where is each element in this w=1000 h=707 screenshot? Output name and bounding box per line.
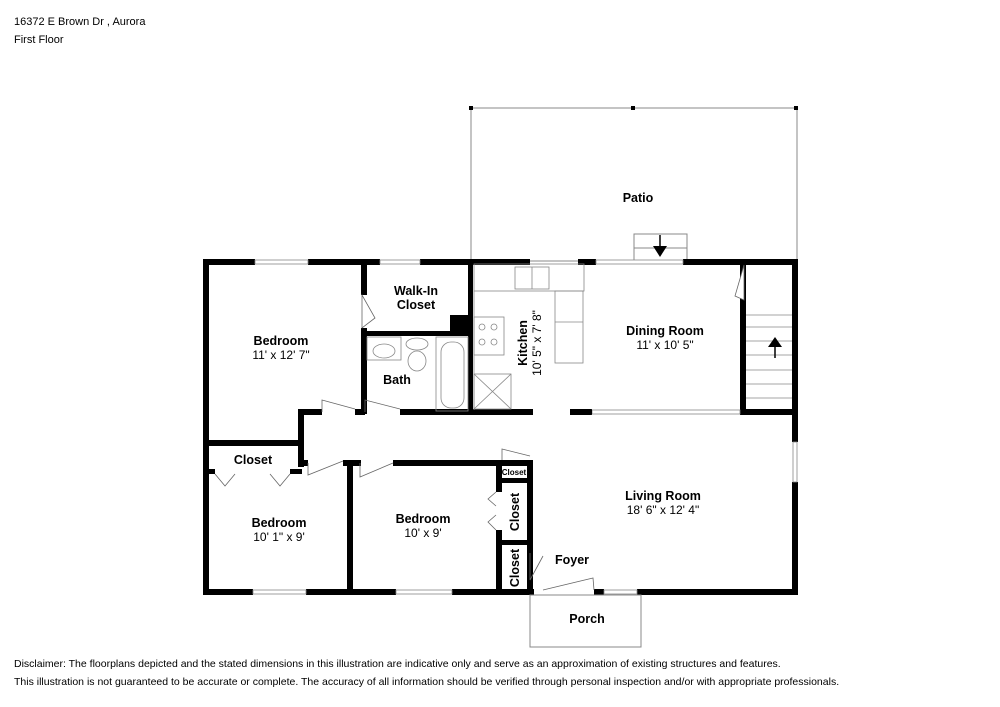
toilet-icon	[405, 337, 429, 351]
room-closet-foyer: Closet	[508, 549, 522, 587]
windows	[252, 259, 798, 595]
room-foyer: Foyer	[555, 553, 589, 567]
room-bedroom-3: Bedroom 10' x 9'	[396, 512, 451, 540]
floor-title: First Floor	[14, 34, 64, 46]
fridge-icon	[473, 373, 512, 410]
room-porch: Porch	[569, 612, 604, 626]
room-name: Kitchen	[516, 320, 530, 366]
room-name: Closet	[508, 548, 522, 588]
room-dimensions: 11' x 10' 5"	[636, 338, 694, 352]
room-kitchen: Kitchen 10' 5" x 7' 8"	[516, 310, 544, 376]
room-name: Dining Room	[626, 324, 704, 338]
room-name: Closet	[501, 468, 527, 477]
room-dimensions: 10' 5" x 7' 8"	[530, 310, 544, 376]
interior-walls	[203, 259, 798, 595]
room-name: Living Room	[625, 489, 701, 503]
room-name: Bedroom	[395, 512, 451, 526]
kitchen-fixtures	[473, 263, 585, 410]
room-name: Bath	[383, 373, 411, 387]
room-name: Foyer	[554, 553, 590, 567]
room-dimensions: 11' x 12' 7"	[252, 348, 310, 362]
room-name: Patio	[622, 191, 654, 205]
sliding-door	[591, 409, 741, 415]
room-bath: Bath	[383, 373, 411, 387]
stove-icon	[473, 316, 505, 356]
room-bedroom-1: Bedroom 11' x 12' 7"	[252, 334, 309, 362]
disclaimer-line-2: This illustration is not guaranteed to b…	[14, 676, 840, 688]
room-dimensions: 10' 1" x 9'	[253, 530, 305, 544]
room-walkin-closet: Walk-In Closet	[394, 284, 438, 312]
interior-stairs-icon	[746, 314, 792, 399]
bath-fixtures	[366, 336, 469, 412]
room-name: Bedroom	[253, 334, 309, 348]
porch-outline	[529, 594, 642, 648]
room-closet-a: Closet	[234, 453, 272, 467]
room-patio: Patio	[623, 191, 654, 205]
disclaimer-line-1: Disclaimer: The floorplans depicted and …	[14, 658, 781, 670]
patio-posts	[469, 106, 798, 110]
address-title: 16372 E Brown Dr , Aurora	[14, 16, 146, 28]
door-swings	[214, 264, 745, 591]
room-name: Closet	[233, 453, 273, 467]
room-bedroom-2: Bedroom 10' 1" x 9'	[252, 516, 307, 544]
sink-icon	[366, 336, 402, 361]
room-name: Porch	[569, 612, 605, 626]
room-dining: Dining Room 11' x 10' 5"	[626, 324, 704, 352]
room-closet-mid: Closet	[508, 493, 522, 531]
room-dimensions: 10' x 9'	[404, 526, 442, 540]
bathtub-icon	[440, 341, 465, 409]
room-name-line2: Closet	[396, 298, 436, 312]
room-dimensions: 18' 6" x 12' 4"	[626, 503, 700, 517]
room-living: Living Room 18' 6" x 12' 4"	[625, 489, 701, 517]
room-name: Closet	[508, 492, 522, 532]
room-closet-small: Closet	[502, 462, 526, 480]
room-name-line1: Walk-In	[394, 284, 438, 298]
room-name: Bedroom	[251, 516, 307, 530]
